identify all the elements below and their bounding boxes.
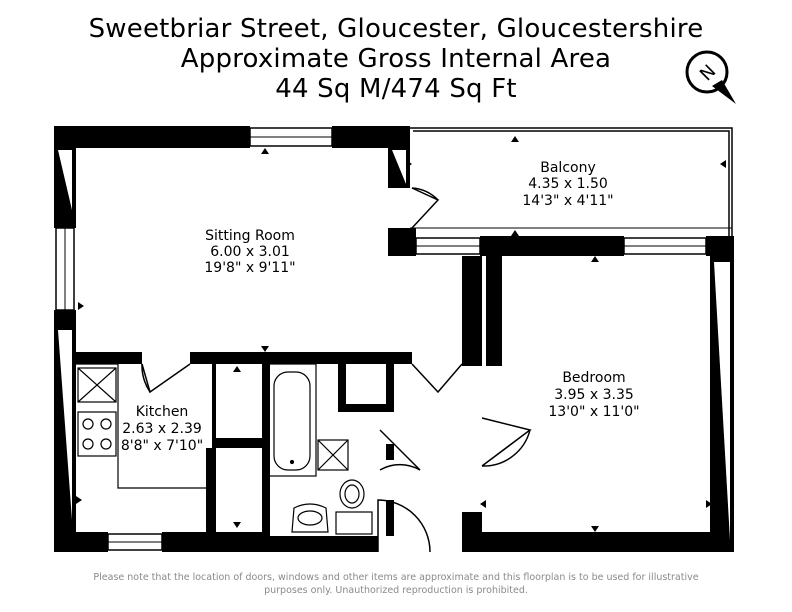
floorplan-header: Sweetbriar Street, Gloucester, Glouceste…: [0, 14, 792, 104]
address-title: Sweetbriar Street, Gloucester, Glouceste…: [88, 14, 704, 44]
sitting-room-name: Sitting Room: [205, 228, 295, 244]
disclaimer: Please note that the location of doors, …: [60, 571, 732, 597]
bedroom-metric: 3.95 x 3.35: [554, 387, 634, 403]
sitting-room-metric: 6.00 x 3.01: [210, 244, 290, 260]
area-title: Approximate Gross Internal Area: [180, 44, 612, 74]
sitting-room-imperial: 19'8" x 9'11": [204, 260, 295, 276]
balcony-metric: 4.35 x 1.50: [528, 176, 608, 192]
compass-icon: N: [685, 50, 736, 104]
room-markers: [76, 136, 726, 532]
balcony-name: Balcony: [540, 160, 596, 176]
kitchen-metric: 2.63 x 2.39: [122, 421, 202, 437]
room-label-kitchen: Kitchen 2.63 x 2.39 8'8" x 7'10": [121, 404, 203, 454]
kitchen-fittings: [76, 363, 206, 489]
room-label-sitting: Sitting Room 6.00 x 3.01 19'8" x 9'11": [204, 228, 295, 276]
balcony-outline: [410, 127, 733, 238]
room-label-bedroom: Bedroom 3.95 x 3.35 13'0" x 11'0": [548, 370, 639, 420]
disclaimer-line-1: Please note that the location of doors, …: [93, 572, 699, 583]
windows: [55, 127, 707, 551]
bedroom-name: Bedroom: [562, 370, 625, 386]
doors: [141, 187, 532, 553]
balcony-imperial: 14'3" x 4'11": [522, 193, 613, 209]
kitchen-name: Kitchen: [136, 404, 189, 420]
interior-walls: [206, 364, 394, 536]
kitchen-imperial: 8'8" x 7'10": [121, 438, 203, 454]
wall-shading: [58, 150, 730, 540]
area-value: 44 Sq M/474 Sq Ft: [275, 74, 517, 104]
disclaimer-line-2: purposes only. Unauthorized reproduction…: [264, 585, 528, 596]
bedroom-imperial: 13'0" x 11'0": [548, 404, 639, 420]
bathroom-fittings: [267, 363, 373, 535]
room-label-balcony: Balcony 4.35 x 1.50 14'3" x 4'11": [522, 160, 613, 209]
